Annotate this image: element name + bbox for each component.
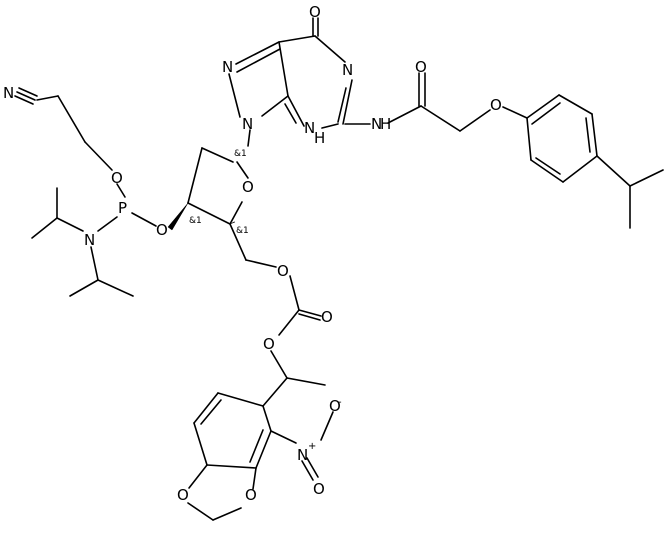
atom-O-nitro-a: O	[329, 397, 341, 415]
stereo-labels: &1 &1 &1	[189, 149, 249, 236]
atom-O-amide: O	[415, 58, 427, 76]
atom-NH3-N: N	[304, 119, 315, 137]
nitro-plus-charge: +	[308, 441, 316, 452]
stereo-label-c1prime: &1	[234, 149, 247, 159]
atom-O-carbonyl: O	[321, 308, 333, 326]
atom-N-amine: N	[84, 231, 95, 249]
atom-NH2-H: H	[380, 115, 391, 133]
atom-O-cyanoethyl: O	[111, 169, 123, 187]
stereo-label-c3prime: &1	[189, 216, 202, 226]
atom-O-5prime: O	[277, 262, 289, 280]
atom-N9: N	[242, 115, 253, 133]
atom-O-3prime: O	[156, 221, 168, 239]
atom-NH3-H: H	[314, 129, 325, 147]
atom-NH2-N: N	[371, 115, 382, 133]
atom-O-ring: O	[242, 178, 254, 196]
bond-lines	[14, 17, 664, 521]
atom-O-dioxole-1: O	[177, 486, 189, 504]
atom-P: P	[118, 199, 127, 217]
atom-O-ether: O	[490, 96, 502, 114]
stereo-label-c4prime: &1	[236, 226, 249, 236]
atom-O6: O	[309, 3, 321, 21]
wedge-bonds	[167, 202, 236, 231]
atom-N1: N	[342, 61, 353, 79]
atom-O-nitro-b: O	[313, 480, 325, 498]
nitro-minus-charge: -	[338, 397, 342, 408]
atom-N-nitro: N	[297, 446, 308, 464]
atom-N-cyano: N	[3, 84, 14, 102]
atom-O-dioxole-2: O	[245, 486, 257, 504]
atom-O-ester: O	[263, 335, 275, 353]
atom-labels: N O P N O O O O O N N N O N H N H O O N …	[3, 3, 502, 504]
atom-N7: N	[222, 58, 233, 76]
